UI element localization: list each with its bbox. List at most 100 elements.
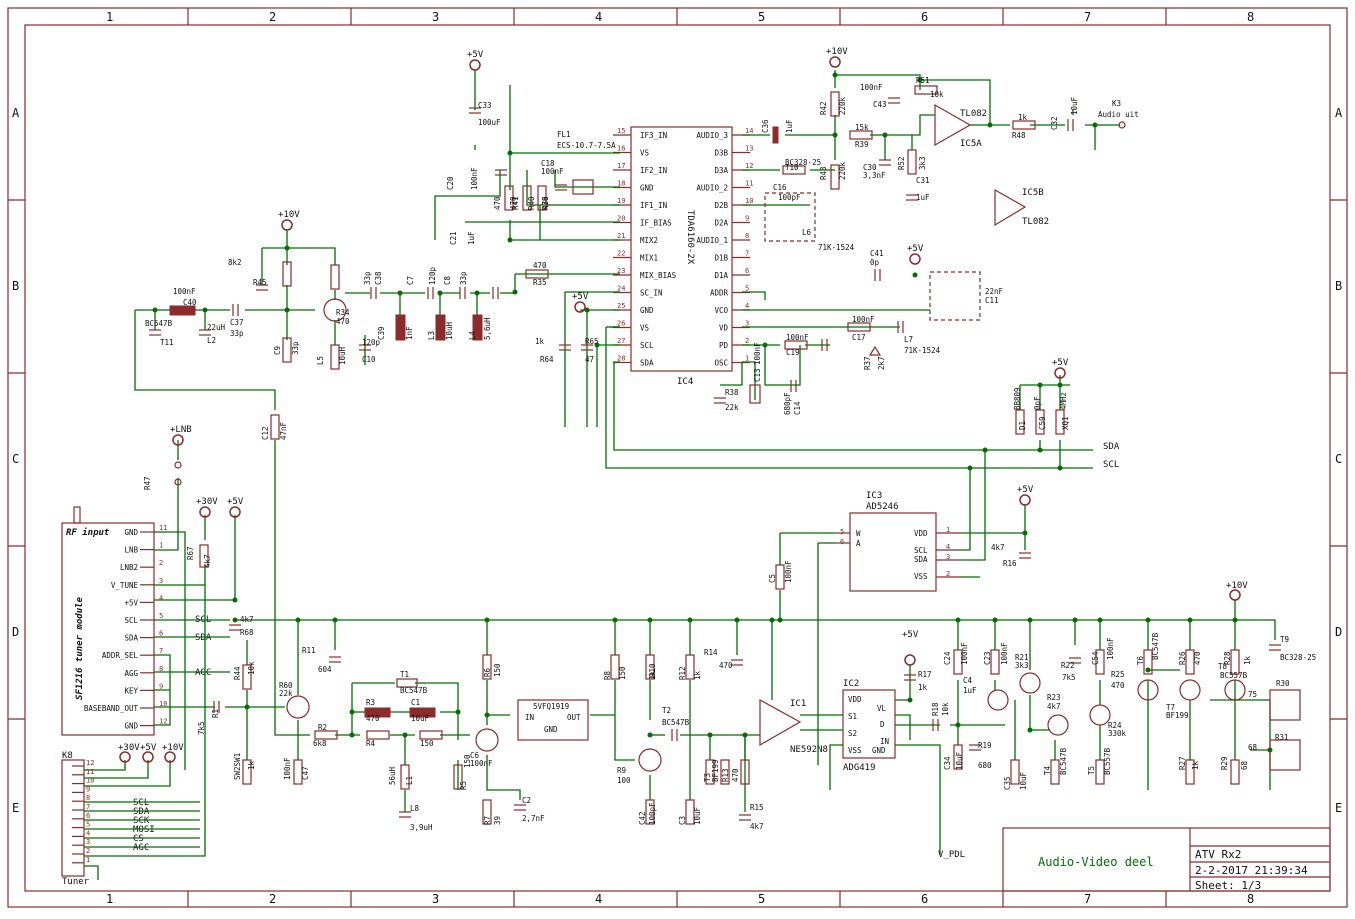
col-label: 4 — [595, 892, 602, 906]
ic3-pin-num: 6 — [840, 538, 844, 546]
component-label: C38 — [374, 271, 383, 285]
component-label: R32 — [0, 0, 14, 2]
reg-pin: GND — [544, 725, 558, 734]
reg-pin: IN — [525, 713, 534, 722]
component-label: 3k3 — [1015, 661, 1029, 670]
component-label: C20 — [446, 176, 455, 190]
title-project: ATV Rx2 — [1195, 848, 1241, 861]
component-label: R28 — [1223, 651, 1232, 665]
component-label: 470 — [719, 661, 733, 670]
component-label: C35 — [1003, 776, 1012, 790]
component-label: C30 — [863, 163, 877, 172]
k8-signal: MOSI — [133, 825, 155, 835]
component-label: C14 — [793, 401, 802, 415]
k8-signal: CS — [133, 834, 144, 844]
component-label: 33p — [230, 329, 244, 338]
power-30v-icon — [119, 751, 131, 763]
component-label: L3 — [427, 331, 436, 340]
component-label: R9 — [617, 766, 626, 775]
col-label: 1 — [106, 10, 113, 24]
component-label: R820 — [0, 0, 19, 2]
ic4-pin-num: 10 — [745, 197, 753, 205]
component-label: 100 — [617, 776, 631, 785]
reg-pin: OUT — [567, 713, 581, 722]
component-label: R6 — [483, 667, 492, 677]
outer-frame — [7, 7, 1348, 908]
component-label: 4k7 — [991, 543, 1005, 552]
col-label: 7 — [1084, 10, 1091, 24]
row-label: D — [1335, 625, 1342, 639]
component-label: K3 — [1112, 99, 1121, 108]
ic4-pin-num: 26 — [617, 320, 625, 328]
junctions — [152, 72, 1273, 753]
power-label: +5V — [907, 244, 924, 254]
regulator-5vfq1919: 5VFQ1919 IN GND OUT — [517, 699, 589, 741]
component-label: C13 — [753, 368, 762, 382]
tuner-pin-label: BASEBAND_OUT — [84, 704, 139, 713]
ic3-pin-label: W — [856, 529, 861, 538]
component-label: Audio uit — [1098, 110, 1139, 119]
component-label: T9 — [1280, 635, 1289, 644]
tuner-pin-label: ADDR_SEL — [102, 651, 139, 660]
ic3-part: AD5246 — [866, 502, 899, 512]
row-label: A — [12, 106, 20, 120]
tuner-pin-label: LNB2 — [120, 563, 138, 572]
component-label: R22 — [1061, 661, 1075, 670]
power-10v-icon — [1229, 589, 1241, 601]
net-vpdl-label: V_PDL — [938, 850, 965, 860]
component-label: 47nF — [279, 421, 288, 440]
component-label: 220k — [838, 161, 847, 180]
power-symbols: +5V +10V +10V +5V +5V +5V +5V +LNB +30V … — [118, 47, 1248, 763]
ic4-pin-label: SDA — [640, 359, 654, 368]
component-label: 220k — [838, 96, 847, 115]
col-label: 2 — [269, 10, 276, 24]
component-label: 68 — [1240, 760, 1249, 770]
ic4-pin-label: D2A — [714, 219, 728, 228]
ic2-pin-label: GND — [872, 746, 886, 755]
component-label: 470 — [509, 196, 518, 210]
component-label: BC557B — [1220, 671, 1248, 680]
component-label: 100nF — [860, 83, 883, 92]
component-label: L6 — [802, 228, 812, 237]
power-label: +LNB — [170, 425, 192, 435]
tuner-pin-label: AGG — [124, 669, 138, 678]
component-label: 100nF — [283, 757, 292, 780]
component-label: 100pF — [648, 802, 657, 825]
ic4-pin-num: 15 — [617, 127, 625, 135]
component-label: 68 — [1248, 743, 1258, 752]
component-label: R24 — [1108, 721, 1122, 730]
component-label: 3,9uH — [410, 823, 433, 832]
component-label: C2 — [522, 796, 531, 805]
col-label: 6 — [921, 892, 928, 906]
ic4-pin-label: AUDIO_3 — [696, 131, 728, 140]
k8-pin-num: 4 — [86, 829, 90, 837]
row-label: E — [12, 801, 19, 815]
component-label: 100nF — [1000, 642, 1009, 665]
component-label: 2,7nF — [522, 814, 545, 823]
component-label: R43 — [819, 166, 828, 180]
ic5b-name: IC5B — [1022, 188, 1044, 198]
ic4-pin-num: 17 — [617, 162, 625, 170]
ic1-part: NE592N8 — [790, 745, 828, 755]
component-label: Video uit1 — [0, 0, 45, 2]
component-label: 4k7 — [750, 822, 764, 831]
component-label: R1 — [211, 709, 220, 718]
component-label: R64 — [540, 355, 554, 364]
component-label: 1nF — [405, 326, 414, 340]
tuner-net-agc: AGC — [195, 668, 211, 678]
tuner-net-sda: SDA — [195, 633, 212, 643]
component-label: 680 — [978, 761, 992, 770]
component-label: C9 — [273, 346, 282, 355]
tuner-pin-label: LNB — [124, 546, 138, 555]
component-label: 680pF — [783, 392, 792, 415]
component-label: L7 — [904, 335, 913, 344]
ic1-ne592: IC1 NE592N8 — [759, 698, 828, 755]
ic4-pin-label: AUDIO_1 — [696, 236, 728, 245]
wires — [84, 70, 1276, 880]
component-label: T5 — [1087, 766, 1096, 775]
ic3-pin-label: SDA — [914, 555, 928, 564]
component-label: L1 — [405, 776, 414, 785]
ic3-pin-label: VDD — [914, 529, 928, 538]
